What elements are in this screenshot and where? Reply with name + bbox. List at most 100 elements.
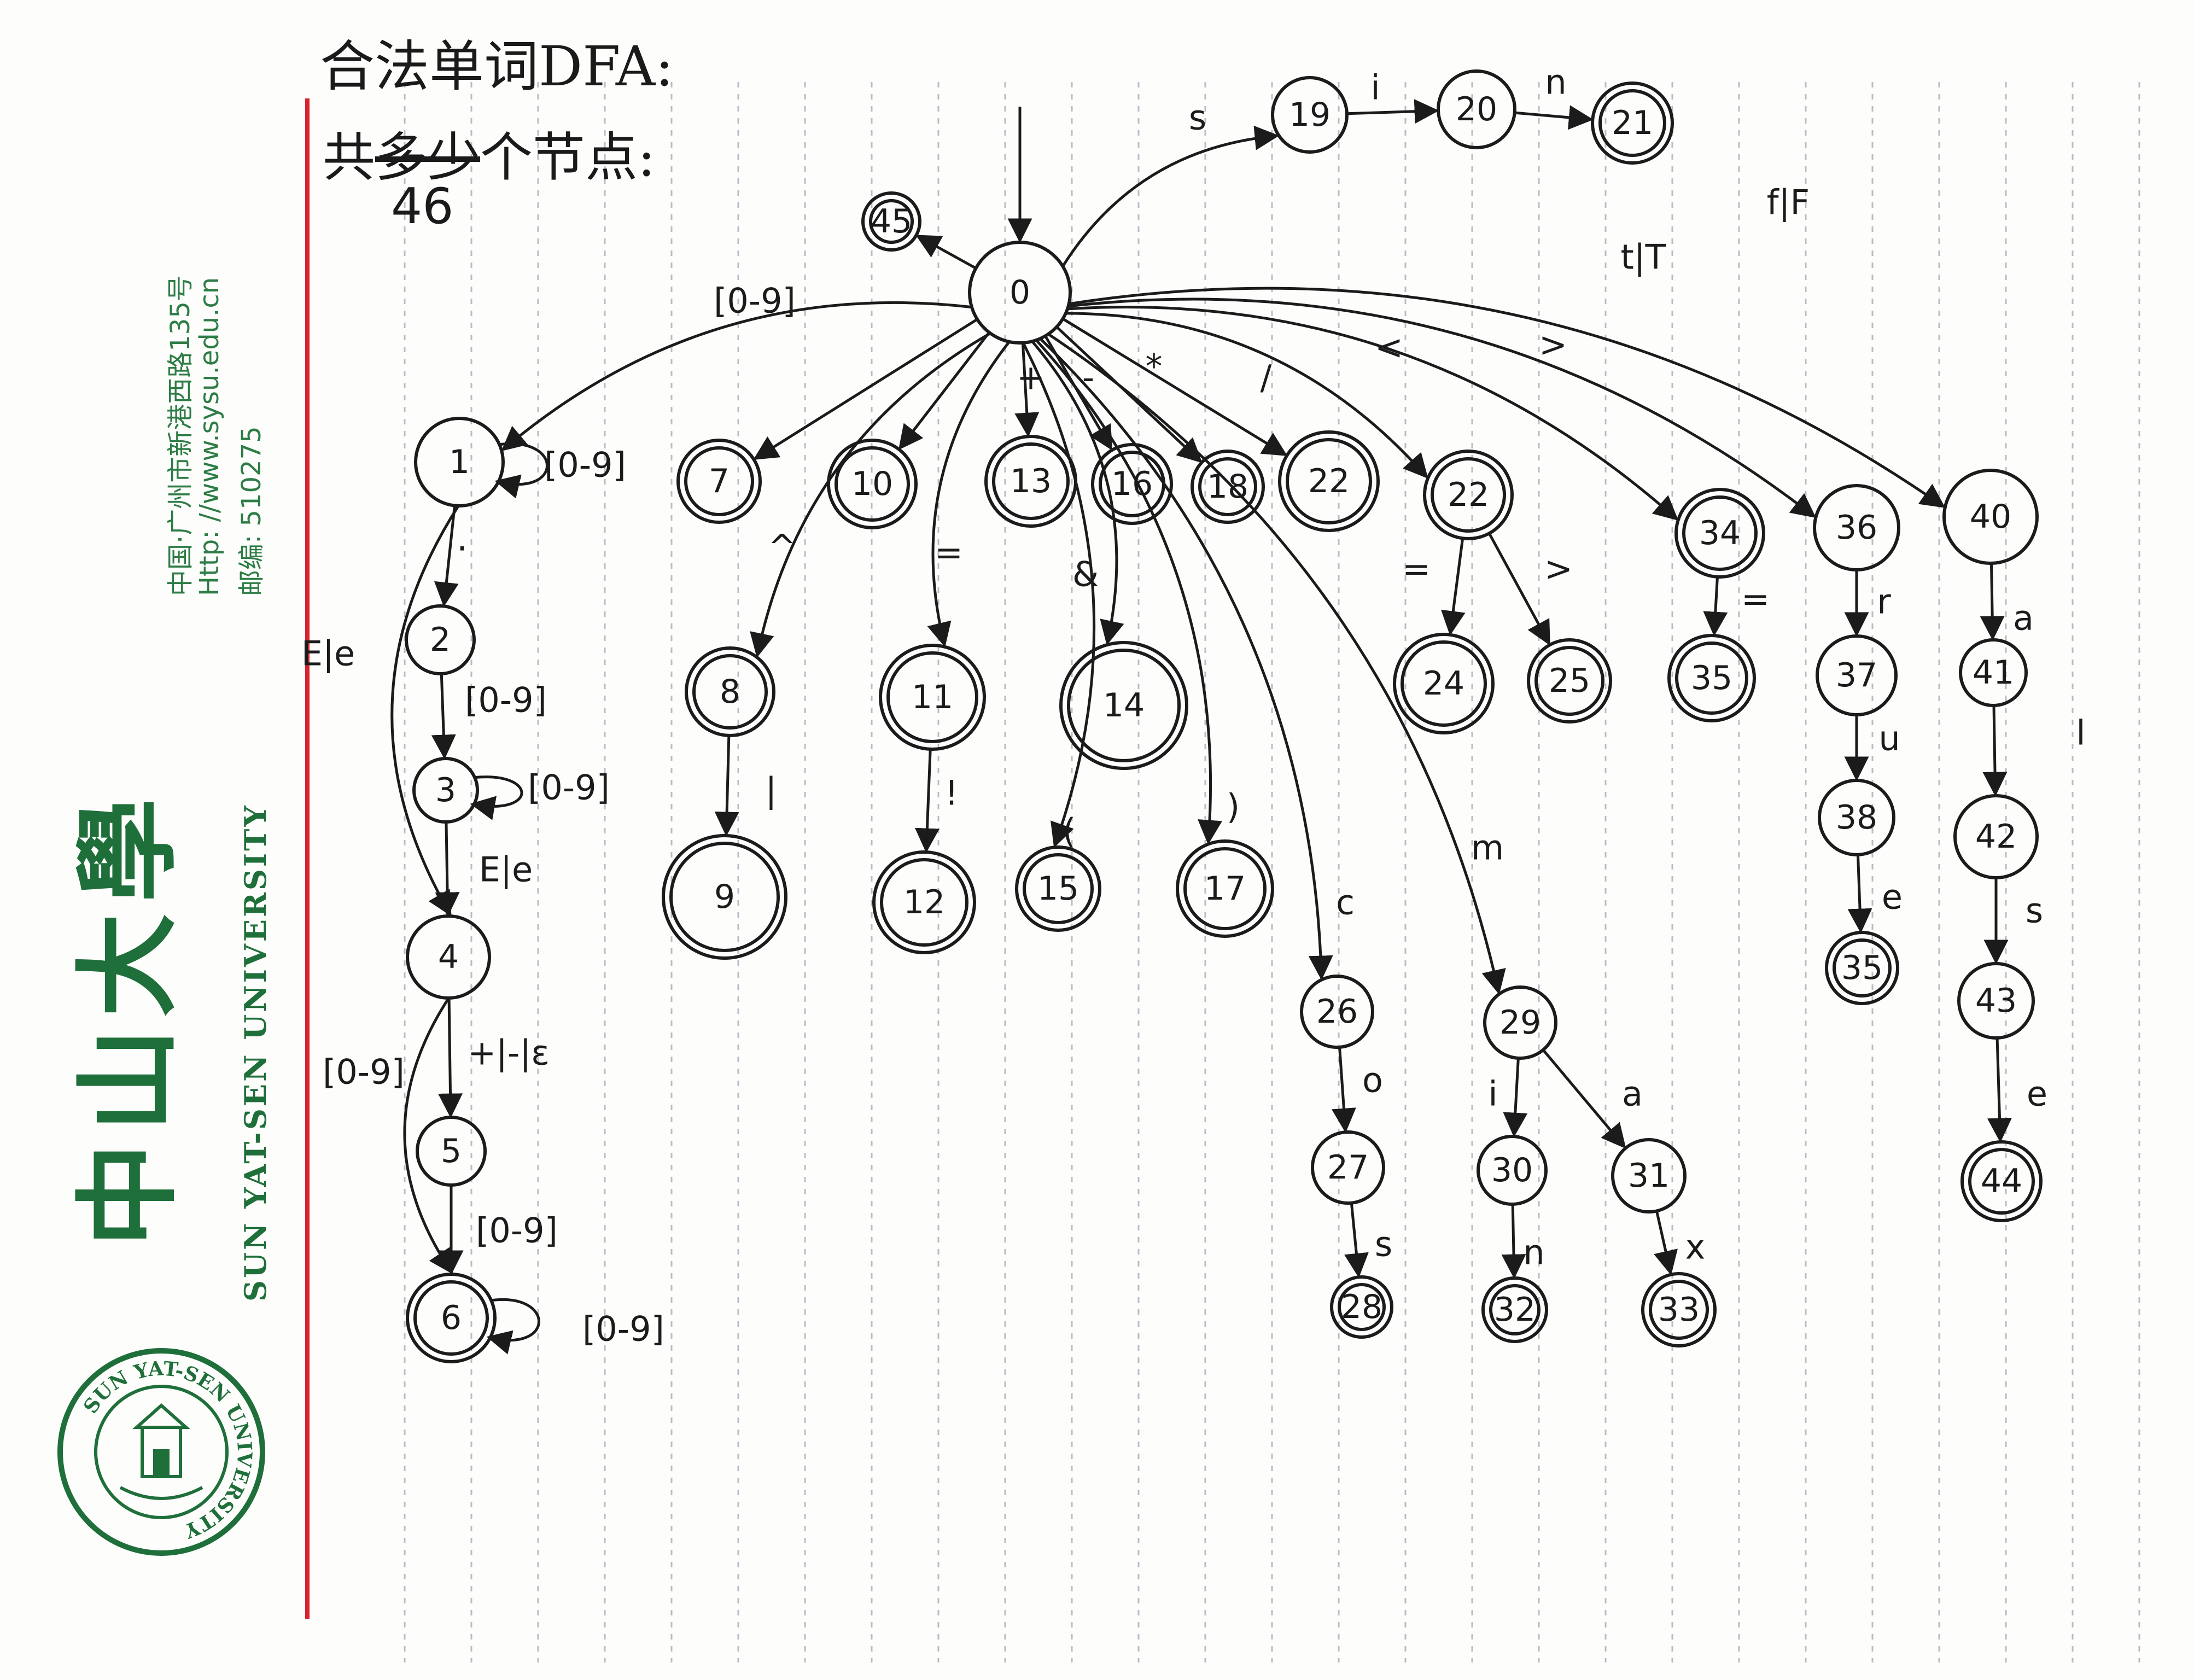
edge-label-41-to-42: l	[2076, 713, 2085, 753]
edge-label-0-to-34: >	[1539, 325, 1567, 365]
dfa-node-19: 19	[1271, 76, 1349, 154]
dfa-node-41: 41	[1959, 638, 2028, 707]
dfa-node-35: 35	[1667, 634, 1756, 722]
node-accept-ring	[1286, 438, 1372, 524]
node-circle	[1957, 962, 2035, 1040]
node-label: 5	[441, 1132, 462, 1170]
node-label: 1	[449, 443, 470, 481]
node-label: 40	[1970, 498, 2011, 536]
edge-0-to-10	[898, 331, 990, 450]
edge-label-40-to-41: a	[2013, 598, 2034, 638]
node-accept-ring	[1968, 1148, 2035, 1215]
edge-label-0-to-18: *	[1146, 347, 1163, 387]
dfa-node-5: 5	[416, 1116, 487, 1187]
margin-line	[305, 98, 310, 1619]
node-circle	[1959, 638, 2028, 707]
edge-29-to-30	[1503, 1058, 1528, 1138]
node-circle	[1091, 443, 1173, 525]
node-accept-ring	[1649, 1280, 1709, 1340]
edge-label-22b-to-24: =	[1402, 549, 1431, 589]
node-circle	[1176, 839, 1274, 938]
dfa-node-43: 43	[1957, 962, 2035, 1040]
edge-label-29-to-30: i	[1488, 1074, 1497, 1114]
node-circle	[1271, 76, 1349, 154]
dfa-node-25: 25	[1527, 638, 1612, 724]
dfa-node-18: 18	[1191, 450, 1265, 524]
edge-0-to-19	[1061, 125, 1280, 267]
edge-label-1-to-4: E|e	[301, 634, 355, 674]
node-accept-ring	[1534, 646, 1604, 716]
edge-label-0-to-22b: <	[1375, 328, 1403, 368]
dfa-node-20: 20	[1437, 69, 1516, 149]
node-label: 41	[1973, 654, 2014, 692]
node-circle	[412, 757, 479, 824]
edge-label-27-to-28: s	[1375, 1224, 1392, 1264]
edge-label-38-to-39: e	[1882, 877, 1903, 917]
edge-label-0-to-14: &	[1072, 555, 1099, 594]
edge-38-to-39	[1847, 854, 1872, 934]
node-label: 3	[435, 771, 456, 809]
node-accept-ring	[992, 442, 1070, 520]
node-accept-ring	[1067, 649, 1181, 762]
edge-43-to-44	[1987, 1037, 2012, 1143]
node-circle	[414, 417, 505, 508]
edge-label-11-to-12: !	[945, 773, 959, 813]
dfa-node-1: 1	[414, 417, 505, 508]
node-accept-ring	[1833, 938, 1892, 998]
dfa-node-27: 27	[1311, 1130, 1385, 1205]
node-circle	[1667, 634, 1756, 722]
node-circle	[1527, 638, 1612, 724]
node-label: 15	[1037, 870, 1079, 908]
node-label: 42	[1975, 818, 2017, 856]
node-label: 14	[1103, 686, 1145, 725]
node-circle	[1960, 1140, 2043, 1222]
node-count-struck: 多少	[375, 127, 480, 188]
node-circle	[1591, 81, 1674, 165]
edge-label-0-to-17: )	[1227, 787, 1240, 827]
edge-0-to-1	[501, 301, 972, 451]
edge-31-to-33	[1654, 1210, 1678, 1276]
node-label: 35	[1841, 949, 1883, 987]
edge-label-0-to-29: m	[1471, 828, 1504, 868]
node-label: 22	[1448, 476, 1489, 514]
edge-label-3-to-4: E|e	[479, 850, 533, 890]
edge-label-0-to-11: =	[935, 533, 963, 573]
edge-41-to-42	[1982, 705, 2008, 797]
dfa-node-36: 36	[1813, 484, 1900, 571]
dfa-node-34: 34	[1674, 488, 1765, 579]
edge-label-4-to-5: +|-|ε	[468, 1033, 550, 1074]
node-accept-ring	[1099, 451, 1165, 517]
node-label: 22	[1308, 462, 1350, 500]
node-count-line: 共多少个节点:	[323, 115, 655, 191]
edge-27-to-28	[1344, 1203, 1369, 1278]
edge-0-to-26	[1039, 337, 1333, 981]
node-circle	[1674, 488, 1765, 579]
node-circle	[1816, 634, 1898, 716]
node-label: 35	[1691, 659, 1732, 697]
node-count-suffix: 个节点:	[480, 127, 656, 188]
dfa-node-22b: 22	[1423, 450, 1514, 540]
edge-1-to-2	[434, 505, 459, 607]
dfa-node-4: 4	[406, 914, 491, 1000]
edge-0-to-34	[1067, 306, 1679, 521]
edge-label-1-to-2: .	[457, 519, 468, 559]
node-circle	[1191, 450, 1265, 524]
dfa-node-40: 40	[1942, 469, 2039, 565]
dfa-node-45: 45	[861, 191, 921, 252]
edge-label-0-to-40: f|F	[1767, 183, 1810, 223]
dfa-node-44: 44	[1960, 1140, 2043, 1222]
node-label: 4	[438, 938, 459, 976]
edge-1-to-1	[494, 442, 548, 499]
node-accept-ring	[413, 1280, 489, 1356]
node-circle	[968, 241, 1072, 345]
node-circle	[879, 644, 986, 751]
dfa-node-11: 11	[879, 644, 986, 751]
edge-0-to-22	[1062, 317, 1288, 456]
node-circle	[662, 834, 787, 960]
dfa-node-0: 0	[968, 241, 1072, 345]
node-circle	[416, 1116, 487, 1187]
university-seal-logo: SUN YAT-SEN UNIVERSITY	[57, 1348, 265, 1556]
dfa-node-29: 29	[1483, 985, 1557, 1060]
node-accept-ring	[1338, 1283, 1386, 1331]
